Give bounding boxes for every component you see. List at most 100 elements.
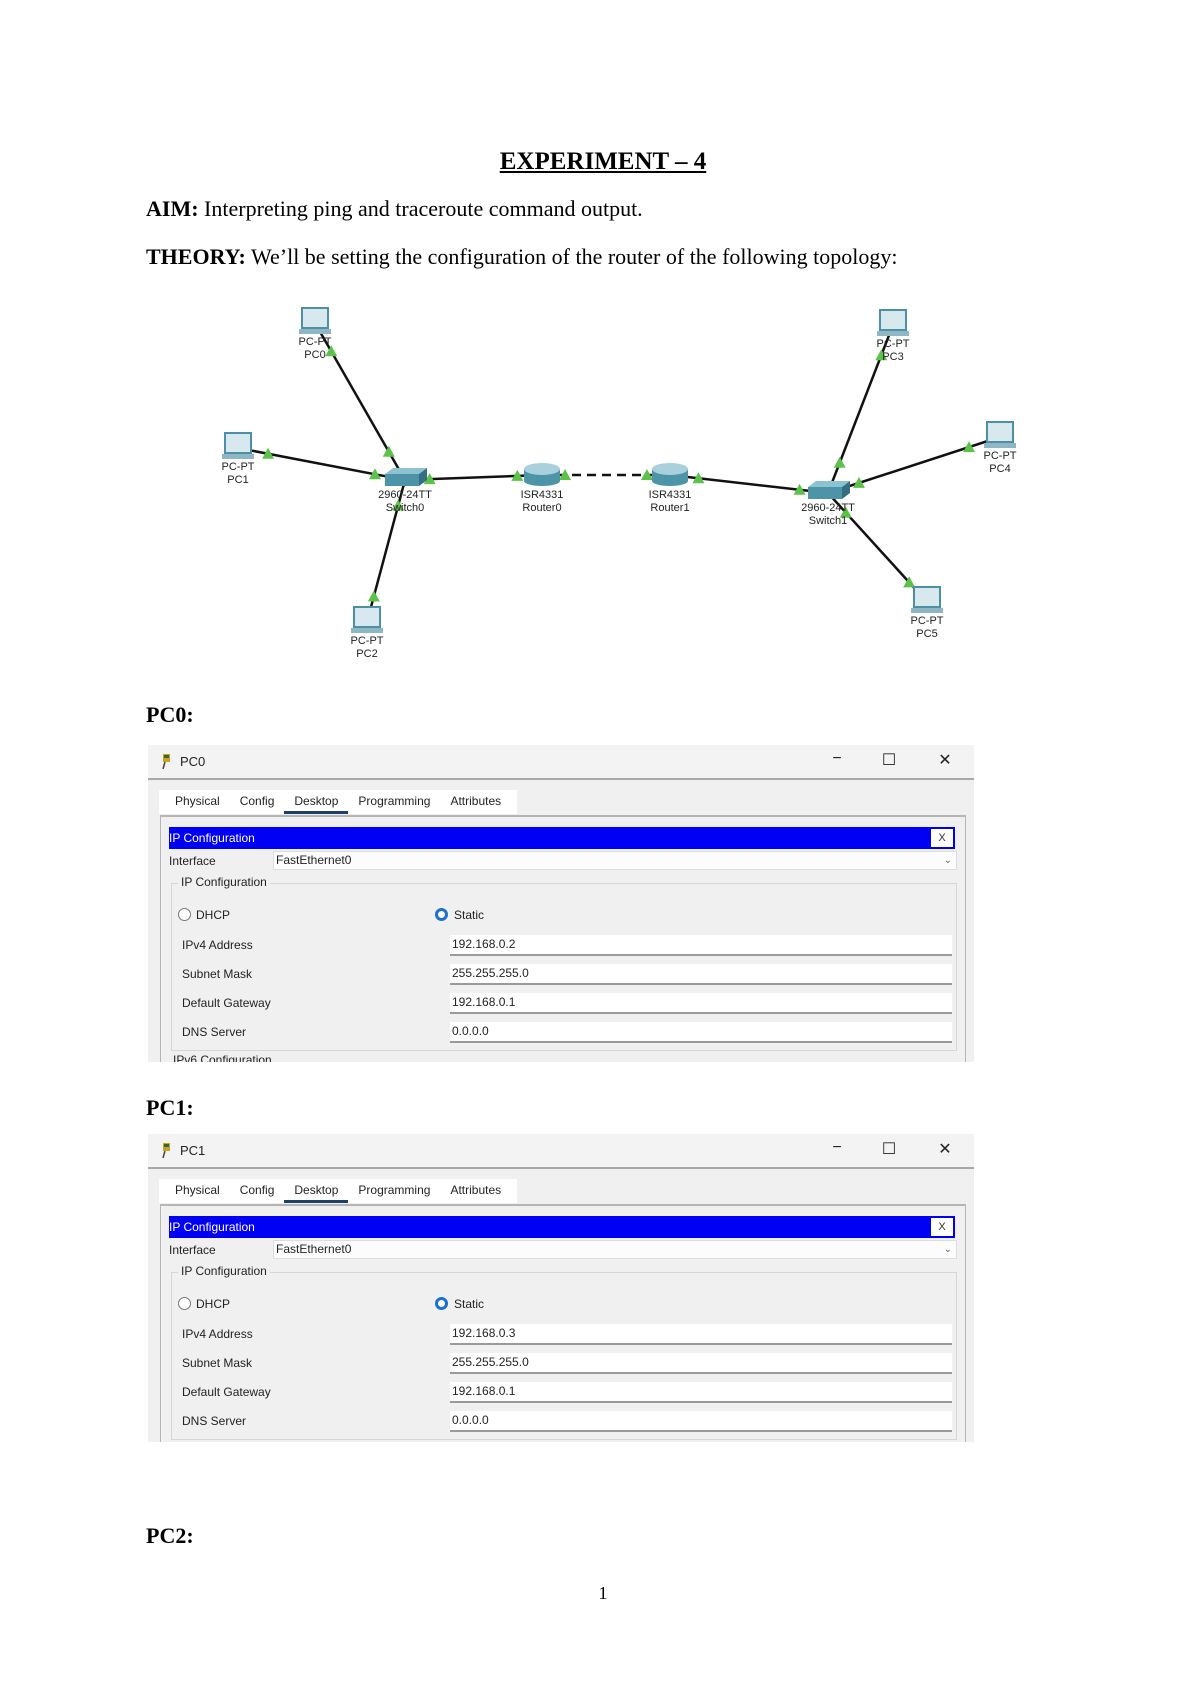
ipv4-address-input[interactable]: 192.168.0.3 bbox=[450, 1324, 952, 1345]
port-status-triangle bbox=[839, 506, 852, 518]
tab-physical[interactable]: Physical bbox=[175, 1183, 220, 1197]
device-model-label: ISR4331 bbox=[649, 489, 692, 501]
pc-base-icon bbox=[299, 329, 331, 334]
port-status-triangle bbox=[903, 576, 916, 588]
switch-side-icon bbox=[842, 481, 850, 499]
aim-label: AIM: bbox=[146, 196, 199, 221]
minimize-button[interactable]: − bbox=[832, 750, 842, 767]
router-top-icon bbox=[524, 463, 560, 475]
port-status-triangle bbox=[392, 499, 405, 511]
tab-bar: Physical Config Desktop Programming Attr… bbox=[159, 1179, 518, 1203]
minimize-button[interactable]: − bbox=[832, 1139, 842, 1156]
tab-desktop[interactable]: Desktop bbox=[284, 1179, 349, 1203]
dhcp-radio[interactable] bbox=[178, 908, 191, 921]
theory-text: We’ll be setting the configuration of th… bbox=[245, 244, 898, 269]
maximize-button[interactable]: ☐ bbox=[881, 1141, 897, 1158]
tab-physical[interactable]: Physical bbox=[175, 794, 220, 808]
device-model-label: PC-PT bbox=[877, 338, 910, 350]
subnet-mask-input[interactable]: 255.255.255.0 bbox=[450, 964, 952, 985]
tab-desktop[interactable]: Desktop bbox=[284, 790, 349, 814]
tab-programming[interactable]: Programming bbox=[358, 794, 431, 808]
port-status-triangle bbox=[833, 456, 846, 468]
pc-base-icon bbox=[222, 454, 254, 459]
device-model-label: ISR4331 bbox=[521, 489, 564, 501]
tab-config[interactable]: Config bbox=[239, 794, 275, 808]
port-status-triangle bbox=[368, 468, 381, 480]
port-status-triangle bbox=[692, 472, 705, 484]
dns-server-input[interactable]: 0.0.0.0 bbox=[450, 1411, 952, 1432]
port-status-triangle bbox=[262, 447, 275, 459]
close-window-button[interactable]: ✕ bbox=[938, 752, 952, 769]
window-title: PC1 bbox=[180, 1143, 206, 1158]
window-titlebar[interactable]: PC0 − ☐ ✕ bbox=[148, 745, 974, 780]
port-status-triangle bbox=[367, 590, 380, 602]
interface-value: FastEthernet0 bbox=[276, 1242, 352, 1256]
device-name-label: PC4 bbox=[989, 463, 1010, 475]
close-ip-config-button[interactable]: X bbox=[931, 829, 953, 847]
desktop-panel: IP Configuration X Interface FastEtherne… bbox=[160, 1204, 966, 1442]
tab-attributes[interactable]: Attributes bbox=[450, 794, 502, 808]
dhcp-radio[interactable] bbox=[178, 1297, 191, 1310]
device-name-label: Router0 bbox=[522, 502, 561, 514]
network-topology-diagram: PC-PTPC0PC-PTPC1PC-PTPC22960-24TTSwitch0… bbox=[222, 307, 1017, 660]
static-label: Static bbox=[454, 1297, 485, 1311]
interface-select[interactable]: FastEthernet0⌄ bbox=[273, 851, 957, 870]
default-gateway-label: Default Gateway bbox=[182, 1385, 271, 1399]
tab-attributes[interactable]: Attributes bbox=[450, 1183, 502, 1197]
default-gateway-label: Default Gateway bbox=[182, 996, 271, 1010]
subnet-mask-input[interactable]: 255.255.255.0 bbox=[450, 1353, 952, 1374]
port-status-triangle bbox=[382, 445, 395, 457]
static-radio[interactable] bbox=[435, 1297, 448, 1310]
packet-tracer-pc-icon bbox=[162, 1143, 170, 1158]
ipv6-configuration-label: IPv6 Configuration bbox=[173, 1053, 272, 1062]
default-gateway-input[interactable]: 192.168.0.1 bbox=[450, 993, 952, 1014]
device-model-label: PC-PT bbox=[299, 336, 332, 348]
tab-config[interactable]: Config bbox=[239, 1183, 275, 1197]
dhcp-label: DHCP bbox=[196, 908, 231, 922]
window-titlebar[interactable]: PC1 − ☐ ✕ bbox=[148, 1134, 974, 1169]
group-label: IP Configuration bbox=[178, 875, 270, 889]
static-radio[interactable] bbox=[435, 908, 448, 921]
pc-base-icon bbox=[911, 608, 943, 613]
interface-select[interactable]: FastEthernet0⌄ bbox=[273, 1240, 957, 1259]
port-status-triangle bbox=[423, 473, 436, 485]
device-model-label: PC-PT bbox=[222, 461, 255, 473]
aim-text: Interpreting ping and traceroute command… bbox=[198, 196, 643, 221]
router-base-icon bbox=[524, 476, 560, 486]
pc-monitor-icon bbox=[224, 432, 252, 454]
close-ip-config-button[interactable]: X bbox=[931, 1218, 953, 1236]
ip-configuration-group: IP Configuration DHCP Static IPv4 Addres… bbox=[171, 1264, 957, 1440]
dns-server-label: DNS Server bbox=[182, 1414, 247, 1428]
maximize-button[interactable]: ☐ bbox=[881, 752, 897, 769]
subnet-mask-label: Subnet Mask bbox=[182, 1356, 253, 1370]
pc-monitor-icon bbox=[986, 421, 1014, 443]
tab-programming[interactable]: Programming bbox=[358, 1183, 431, 1197]
ip-configuration-title: IP Configuration bbox=[169, 1220, 255, 1234]
ipv4-address-label: IPv4 Address bbox=[182, 938, 253, 952]
device-model-label: PC-PT bbox=[351, 635, 384, 647]
port-status-triangle bbox=[325, 345, 338, 357]
close-window-button[interactable]: ✕ bbox=[938, 1141, 952, 1158]
link-sw1-pc4 bbox=[827, 435, 1001, 495]
dns-server-input[interactable]: 0.0.0.0 bbox=[450, 1022, 952, 1043]
pc-config-window-pc0: PC0 − ☐ ✕ Physical Config Desktop Progra… bbox=[148, 745, 974, 1062]
port-status-triangle bbox=[963, 441, 976, 453]
default-gateway-input[interactable]: 192.168.0.1 bbox=[450, 1382, 952, 1403]
document-title: EXPERIMENT – 4 bbox=[499, 148, 707, 175]
port-status-triangle bbox=[511, 469, 524, 481]
ipv4-address-input[interactable]: 192.168.0.2 bbox=[450, 935, 952, 956]
device-name-label: PC0 bbox=[304, 349, 325, 361]
interface-label: Interface bbox=[169, 1243, 216, 1257]
interface-value: FastEthernet0 bbox=[276, 853, 352, 867]
pc-base-icon bbox=[877, 331, 909, 336]
